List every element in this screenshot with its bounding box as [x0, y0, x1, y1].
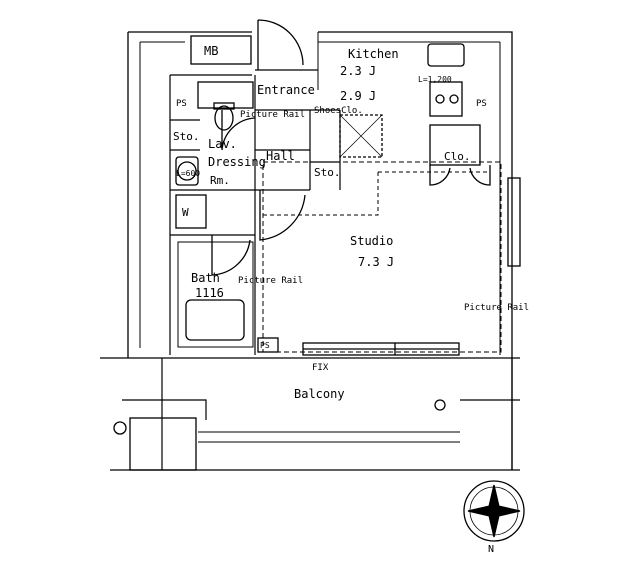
svg-text:PS: PS	[476, 99, 487, 109]
balcony-unit	[129, 417, 197, 471]
lav-counter	[197, 81, 254, 109]
dressing-label: Dressing	[208, 155, 266, 169]
studio-rail	[262, 161, 502, 353]
svg-text:ShoesClo.: ShoesClo.	[314, 106, 363, 116]
north-arrow-icon	[467, 484, 521, 538]
lav-label: Lav.	[208, 137, 237, 151]
svg-text:Sto.: Sto.	[173, 130, 200, 143]
hall-label: Hall	[266, 149, 295, 163]
svg-text:Clo.: Clo.	[444, 150, 471, 163]
kitchen-area2: 2.9 J	[340, 89, 376, 103]
svg-text:W: W	[182, 206, 189, 219]
fridge-space	[339, 114, 383, 158]
inner-wall-line	[139, 41, 501, 355]
entrance-label: Entrance	[257, 83, 315, 97]
north-label: N	[488, 544, 494, 555]
compass	[463, 480, 525, 542]
svg-text:PS: PS	[260, 341, 270, 350]
svg-text:Sto.: Sto.	[314, 166, 341, 179]
studio-label: Studio	[350, 234, 393, 248]
svg-text:Picture Rail: Picture Rail	[238, 276, 303, 286]
svg-text:Picture Rail: Picture Rail	[464, 303, 529, 313]
washer-box	[175, 194, 207, 229]
svg-text:Picture Rail: Picture Rail	[240, 110, 305, 120]
mb-label: MB	[204, 44, 218, 58]
bath-label: Bath	[191, 271, 220, 285]
kitchen-label: Kitchen	[348, 47, 399, 61]
bathtub	[185, 299, 245, 341]
kitchen-stove	[429, 81, 463, 117]
kitchen-sink	[427, 43, 465, 67]
mb-box	[190, 35, 252, 65]
side-window	[507, 177, 521, 267]
toilet	[214, 105, 234, 131]
svg-text:FIX: FIX	[312, 363, 329, 373]
svg-text:L=1,200: L=1,200	[418, 75, 452, 84]
svg-text:PS: PS	[176, 99, 187, 109]
entrance-door-swing	[257, 19, 304, 70]
closet-box	[429, 124, 481, 166]
svg-text:L=600: L=600	[176, 169, 200, 178]
kitchen-area1: 2.3 J	[340, 64, 376, 78]
svg-text:Rm.: Rm.	[210, 174, 230, 187]
bath-size: 1116	[195, 286, 224, 300]
studio-area: 7.3 J	[358, 255, 394, 269]
drain-icon	[113, 421, 127, 435]
balcony-label: Balcony	[294, 387, 345, 401]
outer-wall	[128, 31, 513, 470]
